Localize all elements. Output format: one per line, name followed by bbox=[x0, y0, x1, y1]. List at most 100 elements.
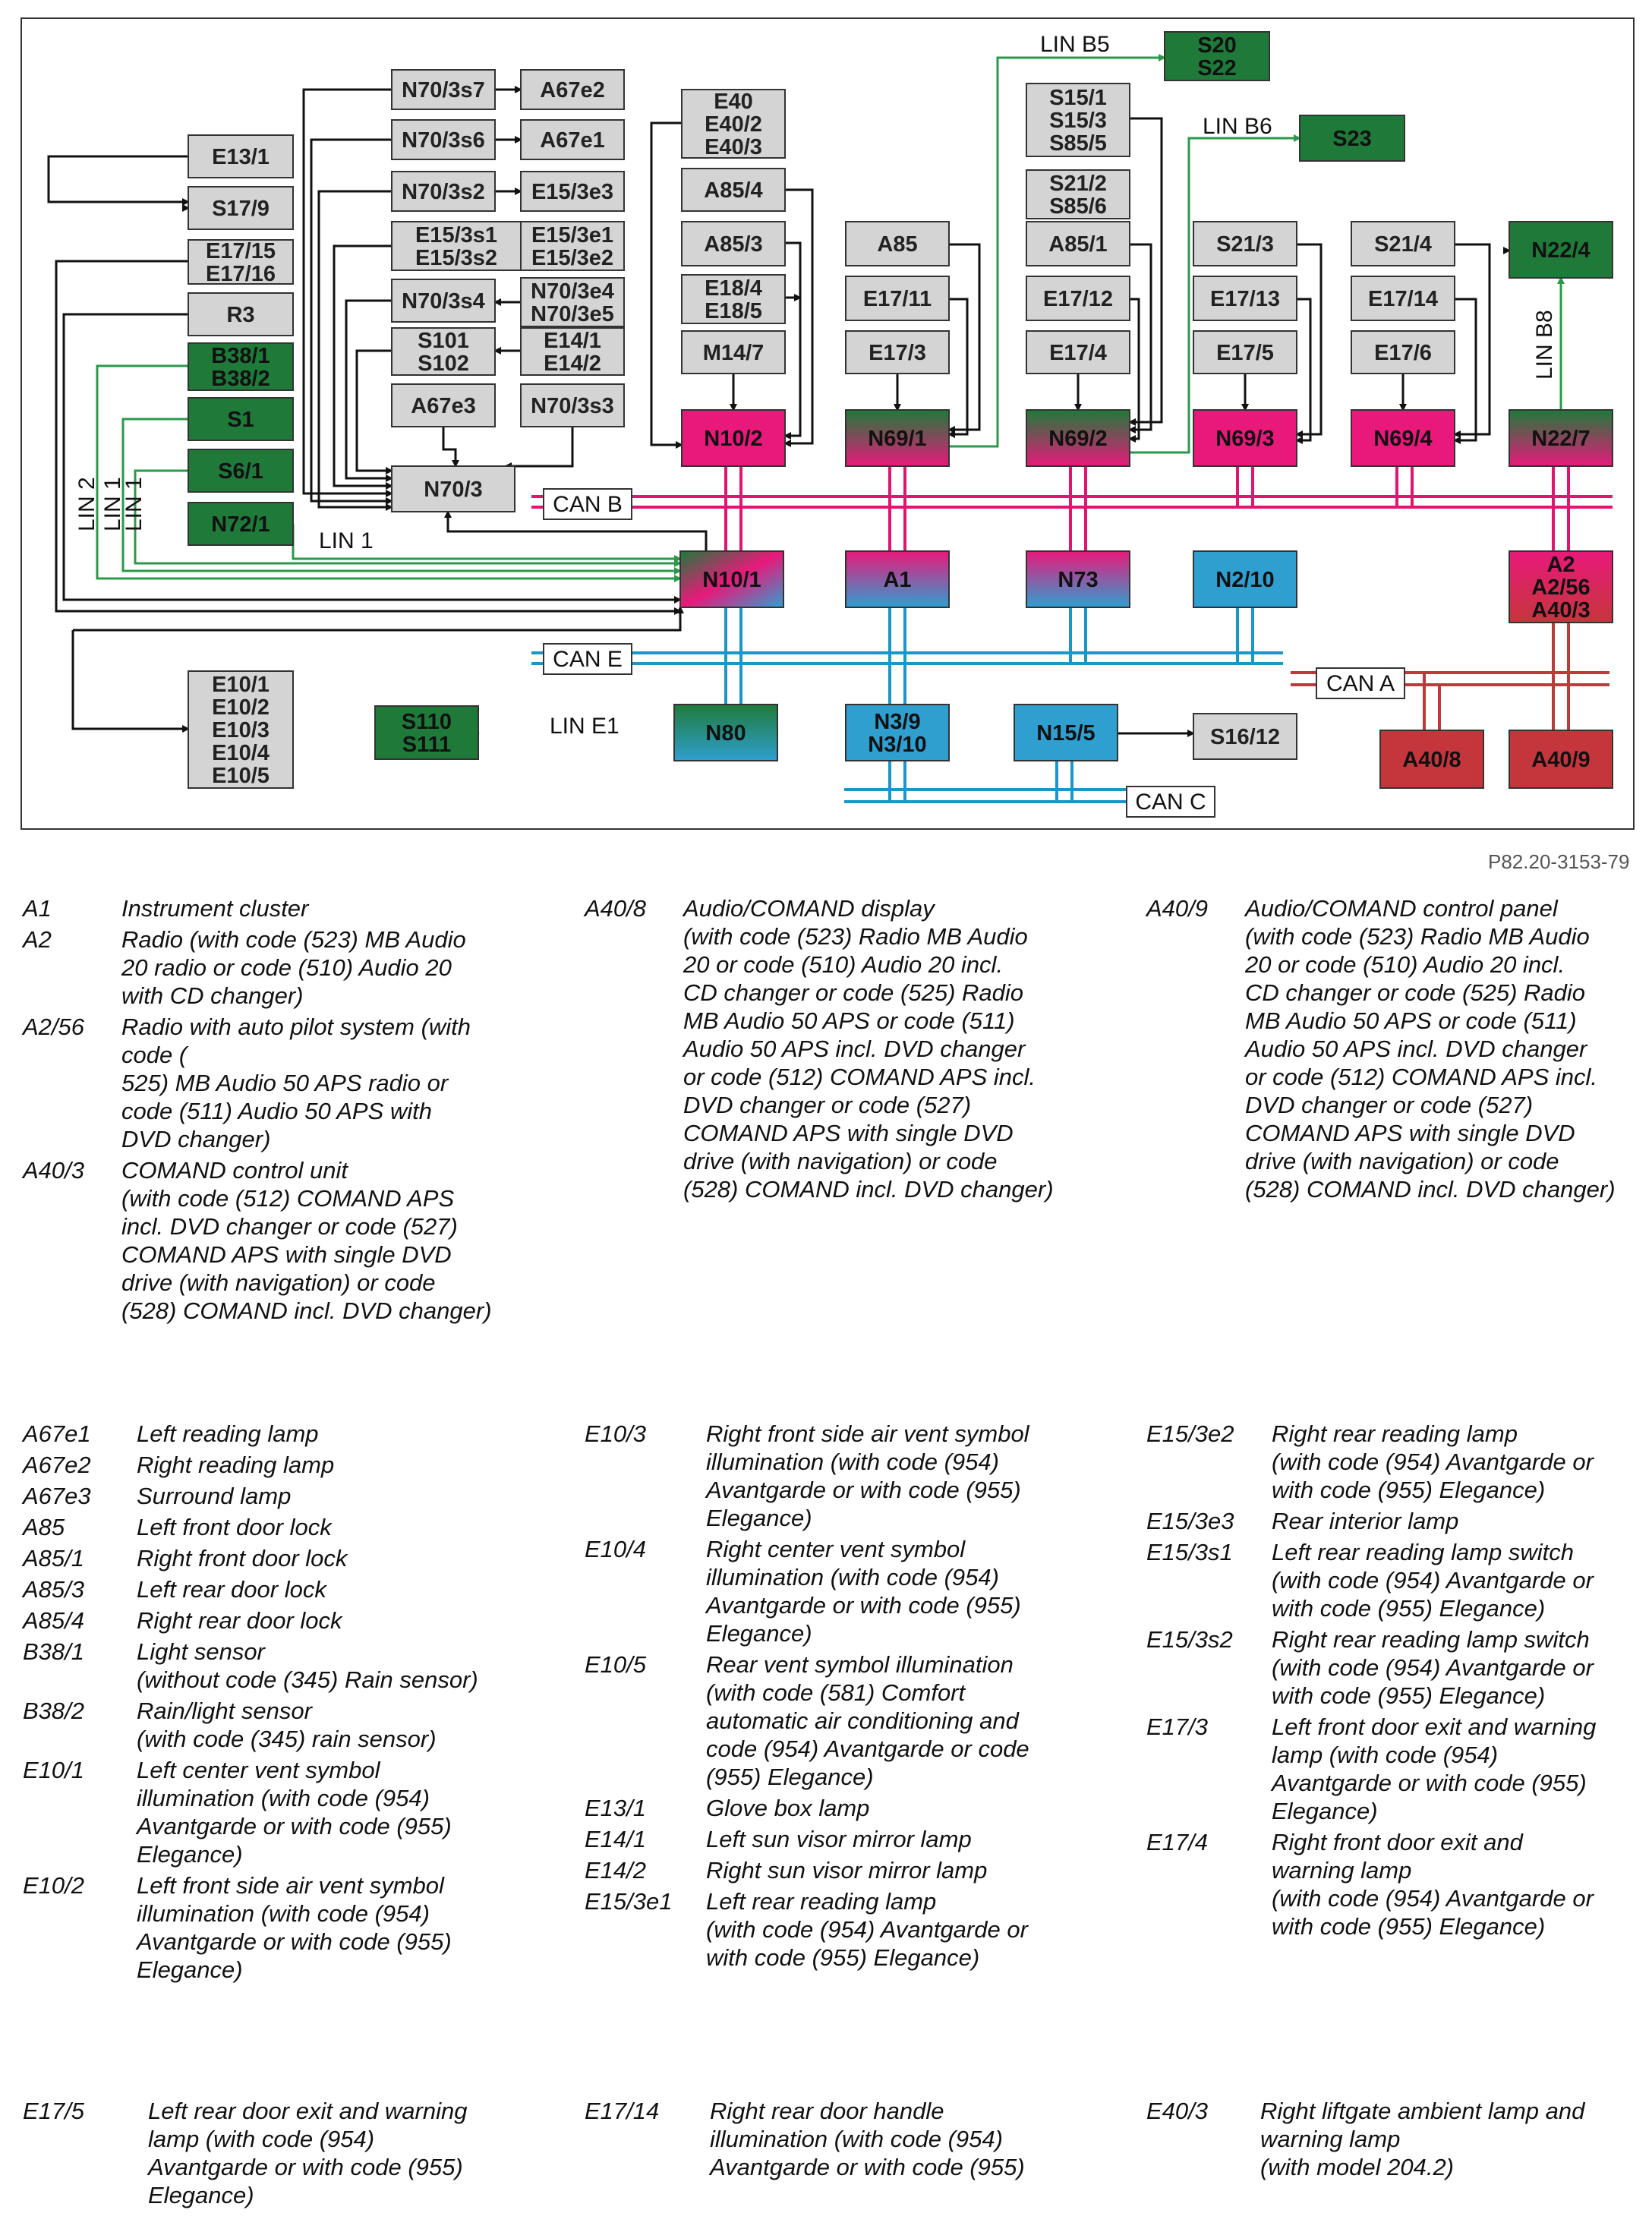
bus-label-box-0 bbox=[543, 488, 632, 520]
lin-label-3: LIN 1 bbox=[319, 528, 374, 553]
wire-24 bbox=[947, 298, 969, 438]
lin-label-5: LIN 1 bbox=[100, 477, 125, 531]
ecu-box-s15-1 bbox=[1026, 83, 1130, 157]
ecu-label: N10/2 bbox=[704, 427, 762, 451]
ecu-label: N2/10 bbox=[1215, 568, 1274, 592]
legend-description: Radio with auto pilot system (with code … bbox=[121, 1014, 471, 1152]
ecu-box-n80 bbox=[673, 704, 778, 761]
legend-key: E10/2 bbox=[23, 1872, 85, 1899]
ecu-box-n3-9 bbox=[845, 704, 950, 761]
legend-key: E17/3 bbox=[1146, 1713, 1209, 1740]
ecu-label: S111 bbox=[402, 733, 452, 757]
ecu-label: E17/3 bbox=[869, 341, 926, 365]
lin-wire-4 bbox=[121, 418, 682, 575]
ecu-label: N70/3s4 bbox=[402, 289, 485, 314]
ecu-label: N22/7 bbox=[1531, 427, 1590, 451]
ecu-box-s1 bbox=[188, 397, 294, 441]
legend-key: A1 bbox=[23, 895, 52, 922]
lin-wire-5 bbox=[134, 469, 682, 567]
wire-2 bbox=[62, 313, 682, 604]
legend-key: A67e2 bbox=[23, 1452, 91, 1478]
lin-label-6: LIN 1 bbox=[121, 477, 147, 531]
lin-label-4: LIN 2 bbox=[74, 477, 99, 531]
ecu-label: E15/3e2 bbox=[531, 246, 613, 270]
ecu-box-a2 bbox=[1509, 550, 1613, 623]
wire-30 bbox=[1295, 243, 1323, 438]
ecu-label: A2/56 bbox=[1531, 575, 1590, 600]
legend-description: Left front door lock bbox=[137, 1514, 332, 1540]
wire-7 bbox=[333, 244, 393, 490]
wire-16 bbox=[504, 427, 574, 470]
ecu-box-a85 bbox=[845, 221, 950, 266]
ecu-box-a40-9 bbox=[1509, 730, 1613, 789]
ecu-box-n22-7 bbox=[1509, 409, 1613, 467]
lin-wire-1 bbox=[1130, 134, 1301, 454]
wire-19 bbox=[783, 188, 814, 447]
ecu-label: N22/4 bbox=[1531, 238, 1590, 263]
ecu-label: N3/9 bbox=[874, 710, 920, 734]
legend-description: Radio (with code (523) MB Audio 20 radio… bbox=[121, 926, 466, 1009]
ecu-label: S15/1 bbox=[1049, 86, 1107, 110]
legend-description: Right rear door handle illumination (wit… bbox=[710, 2098, 1025, 2180]
ecu-box-a85-1 bbox=[1026, 221, 1130, 266]
ecu-label: S85/5 bbox=[1049, 131, 1107, 156]
ecu-label: E17/11 bbox=[863, 287, 932, 311]
ecu-label: S21/3 bbox=[1216, 232, 1274, 257]
ecu-label: E10/5 bbox=[212, 764, 270, 788]
ecu-box-a67e3 bbox=[391, 383, 496, 427]
ecu-box-n15-5 bbox=[1014, 704, 1118, 761]
ecu-label: B38/1 bbox=[211, 344, 270, 368]
legend-description: Right center vent symbol illumination (w… bbox=[706, 1536, 1021, 1647]
bus-label-box-2 bbox=[1316, 667, 1405, 699]
lin-label-7: LIN E1 bbox=[550, 714, 620, 739]
wire-1 bbox=[55, 260, 682, 615]
legend-description: Right liftgate ambient lamp and warning … bbox=[1260, 2098, 1585, 2180]
ecu-box-e15-3s1 bbox=[391, 221, 522, 271]
lin-wire-3 bbox=[96, 364, 682, 582]
ecu-label: E17/16 bbox=[206, 262, 276, 286]
ecu-label: N73 bbox=[1058, 568, 1098, 592]
ecu-label: N69/1 bbox=[868, 427, 926, 451]
legend-description: Left sun visor mirror lamp bbox=[706, 1826, 972, 1852]
wire-18 bbox=[650, 121, 683, 449]
legend-description: Instrument cluster bbox=[121, 895, 309, 922]
box-layer: E13/1S17/9E17/15E17/16R3B38/1B38/2S1S6/1… bbox=[188, 31, 1613, 789]
bus-label-0: CAN B bbox=[553, 492, 623, 517]
legend-key: E14/2 bbox=[585, 1857, 647, 1884]
figure-code: P82.20-3153-79 bbox=[1488, 850, 1630, 873]
legend-description: Audio/COMAND control panel (with code (5… bbox=[1245, 895, 1616, 1203]
ecu-box-e17-12 bbox=[1026, 276, 1130, 321]
ecu-label: E17/14 bbox=[1368, 287, 1438, 311]
ecu-label: E10/2 bbox=[212, 695, 270, 720]
ecu-box-e13-1 bbox=[188, 134, 294, 178]
ecu-box-e17-4 bbox=[1026, 330, 1130, 374]
legend-description: Right rear reading lamp (with code (954)… bbox=[1272, 1420, 1594, 1503]
ecu-box-n70-3s3 bbox=[520, 383, 625, 427]
legend-key: A67e3 bbox=[23, 1483, 91, 1509]
ecu-box-s21-4 bbox=[1351, 221, 1455, 266]
ecu-label: S6/1 bbox=[218, 459, 263, 484]
legend-key: E14/1 bbox=[585, 1826, 647, 1852]
ecu-label: S102 bbox=[418, 352, 469, 376]
legend-key: A85/3 bbox=[23, 1576, 85, 1603]
ecu-label: N70/3s6 bbox=[402, 128, 485, 153]
ecu-box-n10-1 bbox=[679, 550, 784, 608]
ecu-box-n70-3s2 bbox=[391, 171, 496, 212]
ecu-box-e17-6 bbox=[1351, 330, 1455, 374]
wire-33 bbox=[1453, 243, 1491, 438]
ecu-label: E14/1 bbox=[544, 329, 601, 353]
